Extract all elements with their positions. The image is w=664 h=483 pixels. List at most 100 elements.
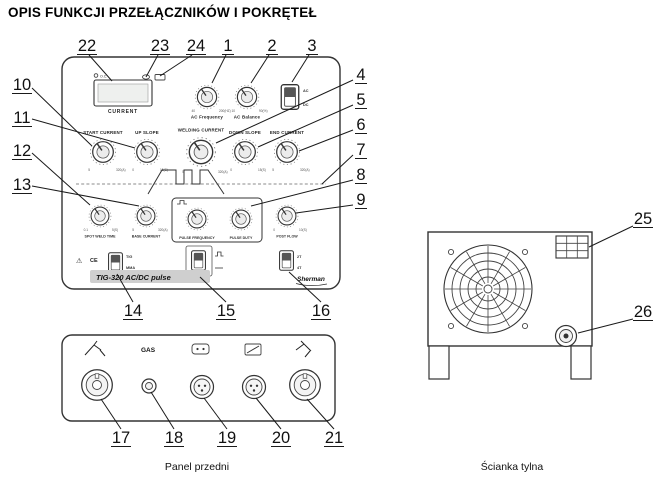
- svg-text:0: 0: [273, 228, 275, 232]
- callout-18: 18: [150, 391, 184, 447]
- ce-mark: CE: [90, 258, 98, 264]
- callout-15: 15: [199, 276, 236, 320]
- svg-text:BASE CURRENT: BASE CURRENT: [132, 235, 161, 239]
- callout-10: 10: [12, 76, 93, 147]
- svg-text:0: 0: [230, 168, 232, 172]
- knob-start-current: START CURRENT 5 320(A): [83, 130, 125, 172]
- tig-torch-icon: [84, 340, 106, 357]
- svg-text:26: 26: [634, 303, 652, 321]
- callout-7: 7: [321, 141, 367, 185]
- callout-13: 13: [12, 176, 140, 207]
- svg-text:5(S): 5(S): [112, 228, 118, 232]
- svg-text:15: 15: [217, 302, 235, 320]
- electrode-torch-icon: [295, 340, 312, 358]
- logo-swoosh: [295, 283, 328, 287]
- page-title: OPIS FUNKCJI PRZEŁĄCZNIKÓW I POKRĘTEŁ: [8, 5, 317, 20]
- svg-text:19: 19: [218, 429, 236, 447]
- gas-inlet-socket: [554, 324, 578, 348]
- callout-4: 4: [215, 66, 367, 144]
- front-panel-outline: [61, 56, 341, 290]
- svg-text:UP SLOPE: UP SLOPE: [135, 130, 159, 135]
- svg-text:AC: AC: [303, 89, 309, 93]
- connector-panel-diagram: GAS: [61, 334, 336, 422]
- svg-text:5: 5: [182, 170, 184, 174]
- warning-icon: ⚠: [76, 257, 82, 265]
- current-display: O.C. CURRENT: [93, 73, 166, 115]
- svg-text:12: 12: [13, 142, 31, 160]
- knob-pulse-frequency: PULSE FREQUENCY: [179, 207, 215, 240]
- svg-text:320(A): 320(A): [116, 168, 126, 172]
- callout-16: 16: [288, 271, 331, 320]
- display-screen: [97, 83, 149, 103]
- svg-text:PULSE FREQUENCY: PULSE FREQUENCY: [179, 236, 215, 240]
- knob-base-current: 5 320(A) BASE CURRENT: [132, 204, 168, 239]
- sherman-logo: Sherman: [297, 276, 325, 283]
- svg-text:DOWN SLOPE: DOWN SLOPE: [229, 130, 261, 135]
- knob-down-slope: DOWN SLOPE 0 15(S): [229, 130, 266, 172]
- fan-grille-icon: [443, 244, 533, 334]
- fan-screw-icon: [447, 248, 455, 256]
- callout-21: 21: [306, 398, 344, 447]
- svg-text:WELDING CURRENT: WELDING CURRENT: [178, 128, 225, 133]
- svg-text:5: 5: [132, 228, 134, 232]
- knob-pulse-duty: PULSE DUTY: [229, 207, 253, 240]
- svg-text:9: 9: [356, 191, 365, 209]
- svg-text:17: 17: [112, 429, 130, 447]
- indicator-lamp-icon: [142, 74, 150, 80]
- pulse-waveform-icon: [177, 200, 187, 205]
- knob-end-current: END CURRENT 5 320(A): [270, 130, 310, 172]
- svg-text:10: 10: [13, 76, 31, 94]
- svg-text:2T: 2T: [297, 255, 302, 259]
- rear-panel-diagram: [427, 231, 593, 380]
- knob-welding-current: WELDING CURRENT 5 320(A): [178, 128, 228, 175]
- callout-26: 26: [577, 303, 653, 334]
- oc-indicator-icon: [93, 73, 99, 78]
- fan-screw-icon: [521, 322, 529, 330]
- svg-text:14: 14: [124, 302, 142, 320]
- svg-text:POST FLOW: POST FLOW: [276, 235, 298, 239]
- svg-text:320(A): 320(A): [218, 170, 228, 174]
- weld-cycle-waveform: [76, 169, 326, 195]
- callout-24: 24: [159, 37, 206, 77]
- remote-control-icon: [244, 343, 262, 356]
- callout-20: 20: [255, 397, 291, 447]
- callout-19: 19: [203, 397, 237, 447]
- svg-text:7: 7: [356, 141, 365, 159]
- svg-text:200(HZ): 200(HZ): [219, 109, 231, 113]
- svg-text:5: 5: [88, 168, 90, 172]
- svg-text:21: 21: [325, 429, 343, 447]
- pulse-on-icon: [215, 251, 224, 257]
- pedal-connector-icon: [191, 343, 210, 355]
- remote-socket: [241, 374, 267, 400]
- svg-text:18: 18: [165, 429, 183, 447]
- svg-text:4T: 4T: [297, 266, 302, 270]
- display-label: CURRENT: [108, 109, 138, 115]
- svg-text:24: 24: [187, 37, 205, 55]
- svg-text:22: 22: [78, 37, 96, 55]
- svg-text:10(S): 10(S): [299, 228, 307, 232]
- svg-text:SPOT WELD TIME: SPOT WELD TIME: [85, 235, 117, 239]
- svg-text:PULSE DUTY: PULSE DUTY: [230, 236, 253, 240]
- callout-3: 3: [291, 37, 318, 83]
- svg-text:20: 20: [272, 429, 290, 447]
- gas-outlet: [141, 378, 157, 394]
- 2t-4t-switch: 2T 4T: [279, 250, 302, 271]
- svg-text:5: 5: [356, 91, 365, 109]
- callout-12: 12: [12, 142, 91, 206]
- pulse-section-box: PULSE FREQUENCY PULSE DUTY: [171, 197, 263, 243]
- model-name: TIG-320 AC/DC pulse: [96, 273, 171, 282]
- svg-text:10: 10: [231, 109, 235, 113]
- svg-text:START CURRENT: START CURRENT: [83, 130, 123, 135]
- callout-5: 5: [257, 91, 367, 148]
- callout-22: 22: [77, 37, 113, 82]
- svg-text:AC Balance: AC Balance: [234, 115, 261, 120]
- svg-text:0: 0: [132, 168, 134, 172]
- callout-11: 11: [12, 109, 136, 149]
- front-panel-diagram: O.C. CURRENT 40 200(HZ) AC Frequency 10 …: [61, 56, 341, 290]
- svg-text:8: 8: [356, 166, 365, 184]
- svg-text:23: 23: [151, 37, 169, 55]
- callout-9: 9: [295, 191, 367, 214]
- svg-text:25: 25: [634, 210, 652, 228]
- pedal-socket: [189, 374, 215, 400]
